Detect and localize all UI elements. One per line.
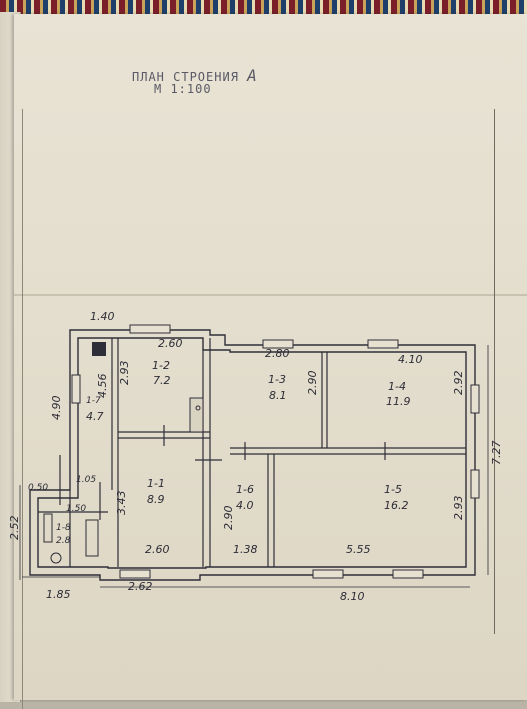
room-area: 8.9: [147, 493, 165, 506]
window: [312, 569, 344, 579]
window: [71, 374, 81, 404]
room-label: 1-5: [384, 483, 402, 496]
plan-scale: М 1:100: [154, 82, 212, 96]
window: [129, 324, 171, 334]
room-area: 4.0: [236, 499, 254, 512]
dimension-labels: 1.40 2.60 2.93 2.80 2.90 4.10 2.92 7.27 …: [8, 310, 503, 603]
dimension-label: 0.50: [28, 483, 48, 493]
dimension-label: 7.27: [490, 441, 503, 466]
room-labels: 1-2 7.2 1-3 8.1 1-4 11.9 1-1 8.9 1-6 4.0…: [56, 359, 411, 546]
dimension-lines: [19, 345, 489, 588]
dimension-label: 1.85: [46, 588, 71, 601]
dimension-label: 2.93: [118, 361, 131, 386]
dimension-label: 1.38: [233, 543, 258, 556]
window: [119, 569, 151, 579]
room-area: 7.2: [153, 374, 171, 387]
dimension-label: 1.05: [76, 475, 96, 485]
porch-fixture-icon: [85, 519, 99, 557]
chimney-icon: [92, 342, 106, 356]
room-area: 16.2: [384, 499, 409, 512]
dimension-label: 2.93: [452, 496, 465, 521]
window: [392, 569, 424, 579]
dimension-label: 4.90: [50, 396, 63, 421]
carpet-background: [0, 0, 527, 18]
dimension-label: 2.80: [265, 347, 290, 360]
door-marks: [59, 425, 386, 520]
window: [470, 469, 480, 499]
room-area: 2.8: [56, 536, 71, 546]
porch-fixture-icon: [43, 513, 53, 543]
left-frame-line: [22, 109, 23, 709]
window: [470, 384, 480, 414]
room-label: 1-8: [56, 523, 71, 533]
room-area: 4.7: [86, 410, 104, 423]
dimension-label: 2.90: [222, 506, 235, 531]
room-label: 1-1: [147, 477, 165, 490]
dimension-label: 4.56: [96, 374, 109, 399]
room-label: 1-4: [388, 380, 406, 393]
room-area: 11.9: [386, 395, 411, 408]
room-label: 1-7: [86, 396, 101, 406]
stove-icon: [189, 397, 204, 433]
room-label: 1-2: [152, 359, 170, 372]
room-label: 1-6: [236, 483, 254, 496]
plan-title: ПЛАН СТРОЕНИЯ А: [132, 66, 258, 85]
building-letter: А: [247, 66, 258, 85]
floor-plan-paper: ПЛАН СТРОЕНИЯ А М 1:100: [14, 14, 527, 709]
room-label: 1-3: [268, 373, 286, 386]
right-frame-line: [494, 109, 495, 634]
plan-title-text: ПЛАН СТРОЕНИЯ: [132, 70, 239, 84]
dimension-label: 2.60: [158, 337, 183, 350]
room-area: 8.1: [269, 389, 287, 402]
stove-burner-icon: [195, 405, 201, 411]
window: [262, 339, 294, 349]
interior-walls: [38, 338, 466, 567]
dimension-label: 2.52: [8, 516, 21, 541]
dimension-label: 8.10: [340, 590, 365, 603]
dimension-label: 2.62: [128, 580, 153, 593]
dimension-label: 5.55: [346, 543, 371, 556]
porch-fixture-icon: [50, 552, 62, 564]
dimension-label: 2.60: [145, 543, 170, 556]
windows: [71, 324, 480, 579]
dimension-label: 1.40: [90, 310, 115, 323]
dimension-label: 3.43: [115, 491, 128, 516]
dimension-label: 2.92: [452, 371, 465, 396]
outer-walls: [29, 329, 476, 581]
dimension-label: 4.10: [398, 353, 423, 366]
fold-crease: [14, 294, 527, 296]
window: [367, 339, 399, 349]
dimension-label: 2.90: [306, 371, 319, 396]
dimension-label: 1.50: [66, 504, 86, 514]
